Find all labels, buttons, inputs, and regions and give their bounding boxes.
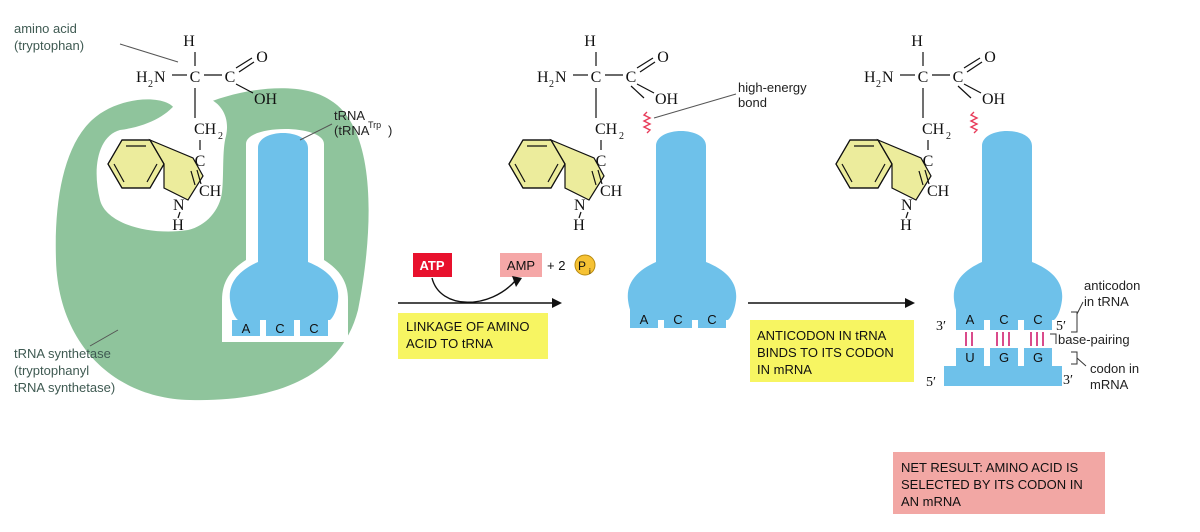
trna-molecule-3 — [953, 131, 1063, 320]
synthetase-label: tRNA synthetase — [14, 346, 111, 361]
base-pairing-label: base-pairing — [1058, 332, 1130, 347]
trna-label: (tRNA — [334, 123, 370, 138]
tryptophan-molecule-2 — [508, 32, 680, 235]
trna-label: tRNA — [334, 108, 365, 123]
svg-text:P: P — [578, 259, 586, 273]
amino-acid-label: (tryptophan) — [14, 38, 84, 53]
step-2-box — [750, 320, 914, 382]
net-result-box — [893, 452, 1105, 514]
svg-text:LINKAGE OF AMINO: LINKAGE OF AMINO — [406, 319, 530, 334]
plus-two-label: + 2 — [547, 258, 565, 273]
leader-line — [653, 93, 737, 119]
anticodon-base-slot — [1024, 306, 1052, 330]
arrowhead — [905, 298, 915, 308]
high-energy-bond — [969, 111, 979, 134]
anticodon-base: C — [1033, 312, 1042, 327]
svg-text:SELECTED BY ITS CODON IN: SELECTED BY ITS CODON IN — [901, 477, 1083, 492]
anticodon-label: in tRNA — [1084, 294, 1129, 309]
mrna-strand — [944, 366, 1062, 386]
anticodon-base-slot — [300, 320, 328, 336]
anticodon-base: C — [309, 321, 318, 336]
mrna-3-prime-end: 3′ — [1063, 373, 1073, 388]
anticodon-base-slot — [698, 306, 726, 328]
tryptophan-molecule-3 — [835, 32, 1007, 235]
trna-5-prime-end: 5′ — [1056, 319, 1066, 334]
svg-text:NET RESULT: AMINO ACID IS: NET RESULT: AMINO ACID IS — [901, 460, 1079, 475]
codon-base: G — [1033, 350, 1043, 365]
anticodon-base: C — [707, 312, 716, 327]
trna-3-prime-end: 3′ — [936, 319, 946, 334]
codon-base-slot — [956, 348, 984, 368]
anticodon-base-slot — [664, 306, 692, 328]
codon-base-slot — [1024, 348, 1052, 368]
svg-text:AN mRNA: AN mRNA — [901, 494, 961, 509]
leader-line — [299, 123, 333, 141]
step-1-box — [398, 313, 548, 359]
synthetase-label: tRNA synthetase) — [14, 380, 115, 395]
atp-badge — [413, 253, 452, 277]
anticodon-base: C — [673, 312, 682, 327]
anticodon-bracket — [1071, 311, 1078, 333]
anticodon-base-slot — [266, 320, 294, 336]
atp-to-amp-arrow — [431, 277, 517, 303]
anticodon-base: C — [999, 312, 1008, 327]
codon-base: U — [965, 350, 974, 365]
anticodon-base: A — [242, 321, 251, 336]
arrowhead — [552, 298, 562, 308]
mrna-5-prime-end: 5′ — [926, 375, 936, 390]
svg-text:ANTICODON IN tRNA: ANTICODON IN tRNA — [757, 328, 887, 343]
high-energy-label: high-energy — [738, 80, 807, 95]
trna-molecule-1 — [229, 133, 339, 320]
synthetase-label: (tryptophanyl — [14, 363, 89, 378]
trna-label: Trp — [368, 120, 381, 130]
trna-molecule-2 — [627, 131, 737, 320]
trna-label: ) — [388, 123, 392, 138]
high-energy-label: bond — [738, 95, 767, 110]
anticodon-label: anticodon — [1084, 278, 1140, 293]
base-pair-bracket — [1050, 333, 1057, 344]
leader-line — [119, 43, 179, 63]
codon-label: codon in — [1090, 361, 1139, 376]
codon-base-slot — [990, 348, 1018, 368]
svg-text:i: i — [589, 267, 591, 276]
leader-line — [89, 329, 119, 347]
anticodon-base: A — [966, 312, 975, 327]
anticodon-base-slot — [990, 306, 1018, 330]
anticodon-base-slot — [956, 306, 984, 330]
anticodon-base: A — [640, 312, 649, 327]
arrowhead — [512, 276, 522, 287]
svg-text:IN mRNA: IN mRNA — [757, 362, 812, 377]
svg-text:AMP: AMP — [507, 258, 535, 273]
codon-base: G — [999, 350, 1009, 365]
base-pair-hydrogen-bonds — [965, 332, 1044, 346]
anticodon-base-slot — [630, 306, 658, 328]
anticodon-base: C — [275, 321, 284, 336]
codon-bracket — [1071, 351, 1078, 365]
svg-text:ATP: ATP — [419, 258, 444, 273]
svg-text:ACID TO tRNA: ACID TO tRNA — [406, 336, 493, 351]
codon-label: mRNA — [1090, 377, 1129, 392]
svg-text:BINDS TO ITS CODON: BINDS TO ITS CODON — [757, 345, 894, 360]
high-energy-bond — [642, 111, 652, 134]
amp-badge — [500, 253, 542, 277]
anticodon-base-slot — [232, 320, 260, 336]
phosphate-badge — [574, 254, 596, 276]
amino-acid-label: amino acid — [14, 21, 77, 36]
